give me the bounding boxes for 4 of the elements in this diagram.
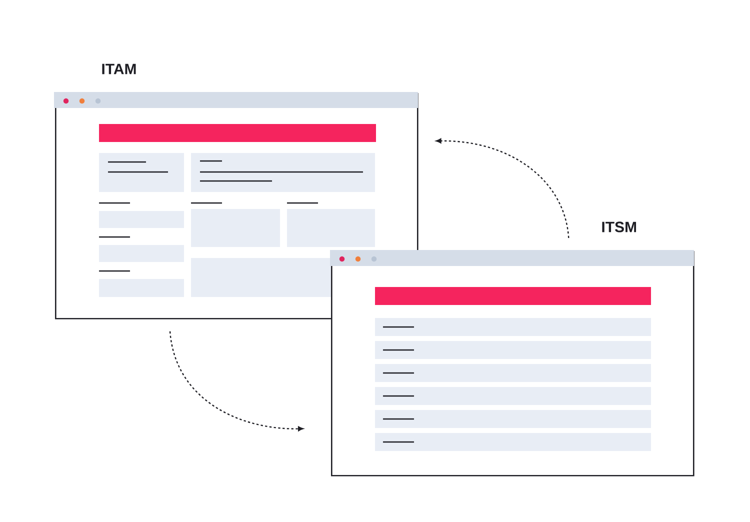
arrow: [436, 138, 570, 238]
arrow: [169, 331, 304, 432]
window-title: ITSM: [602, 222, 636, 232]
window-title: ITAM: [102, 64, 136, 74]
